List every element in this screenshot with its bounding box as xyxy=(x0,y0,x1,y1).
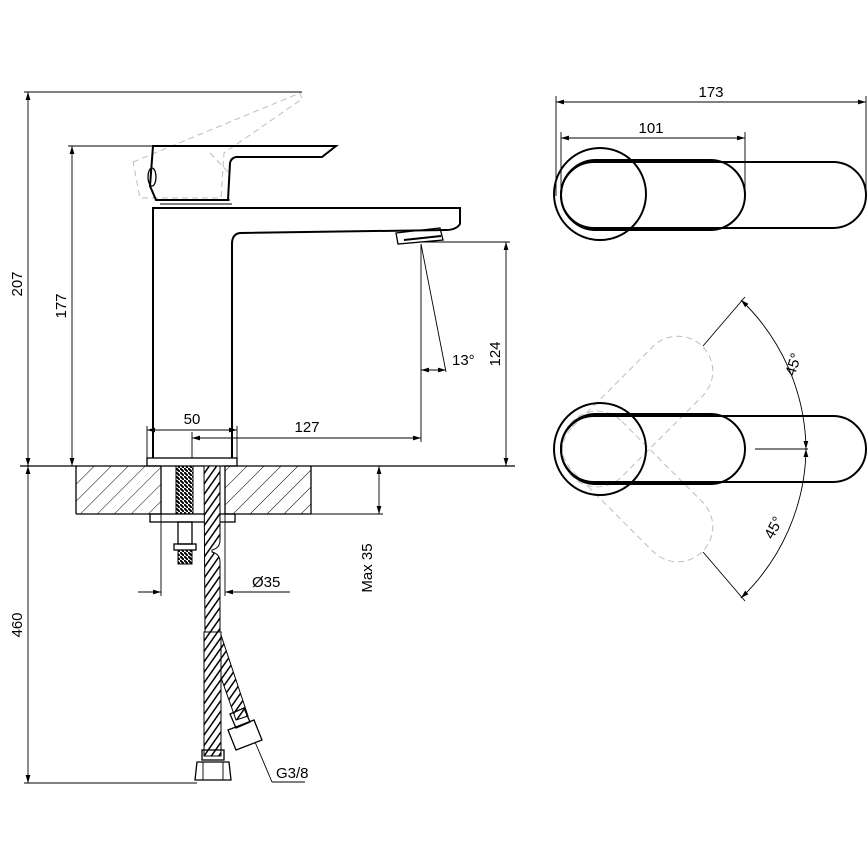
dim-outlet-height: 124 xyxy=(487,341,504,366)
dim-rotation-upper: 45° xyxy=(782,351,805,378)
dim-connection-thread: G3/8 xyxy=(276,765,309,782)
flexible-hoses xyxy=(194,465,263,781)
dim-hole-diameter: Ø35 xyxy=(252,574,280,591)
dim-top-total-length: 173 xyxy=(698,84,723,101)
counter-top-section xyxy=(20,465,515,515)
rotation-view: 45° 45° xyxy=(553,296,867,602)
rotation-ghost-positions xyxy=(561,335,714,563)
rotation-view-faucet xyxy=(553,402,867,496)
dim-total-height: 207 xyxy=(9,271,26,296)
top-view: 173 101 xyxy=(553,84,867,241)
dim-rotation-lower: 45° xyxy=(761,514,787,542)
dim-base-width: 50 xyxy=(184,411,201,428)
dimension-labels: 207 177 124 460 50 127 13° Ø35 Max 35 G3… xyxy=(9,271,504,782)
dim-installed-length: 460 xyxy=(9,612,26,637)
rotation-dimension-lines xyxy=(702,296,809,602)
dim-max-thickness: Max 35 xyxy=(359,543,376,592)
dimension-lines xyxy=(25,92,509,783)
mounting-hardware xyxy=(149,465,236,565)
extension-lines xyxy=(24,91,510,784)
top-view-faucet xyxy=(553,147,867,241)
lever-raised-ghost xyxy=(132,92,303,199)
dim-spout-height: 177 xyxy=(53,293,70,318)
dim-spout-reach: 127 xyxy=(294,419,319,436)
dim-top-handle-length: 101 xyxy=(638,120,663,137)
side-view: 207 177 124 460 50 127 13° Ø35 Max 35 G3… xyxy=(9,91,515,784)
dim-jet-angle: 13° xyxy=(452,352,475,369)
